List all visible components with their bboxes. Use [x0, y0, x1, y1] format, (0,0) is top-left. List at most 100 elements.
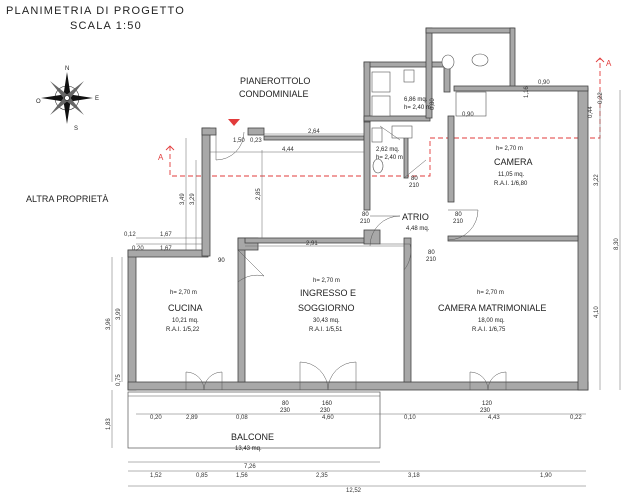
svg-text:3,96: 3,96: [106, 318, 112, 330]
svg-text:4,48 mq.: 4,48 mq.: [406, 226, 430, 232]
section-marker-left: A: [158, 153, 164, 162]
svg-text:h= 2,70 m: h= 2,70 m: [496, 146, 523, 152]
room-bagno-1: 6,86 mq. h= 2,40 m: [404, 97, 431, 111]
walls: [127, 27, 589, 391]
svg-text:CAMERA MATRIMONIALE: CAMERA MATRIMONIALE: [438, 303, 546, 313]
svg-text:210: 210: [360, 219, 371, 225]
svg-text:BALCONE: BALCONE: [231, 432, 274, 442]
svg-text:2,62 mq.: 2,62 mq.: [376, 147, 400, 153]
svg-text:0,44: 0,44: [588, 106, 594, 118]
svg-text:0,90: 0,90: [538, 80, 550, 86]
svg-text:1,90: 1,90: [540, 473, 552, 479]
room-atrio: ATRIO 4,48 mq.: [402, 212, 430, 232]
entry-arrow-icon: [228, 119, 240, 126]
svg-text:1,67: 1,67: [160, 232, 172, 238]
svg-text:80: 80: [455, 212, 462, 218]
svg-text:4,60: 4,60: [322, 415, 334, 421]
svg-text:2,64: 2,64: [308, 129, 320, 135]
svg-text:7,26: 7,26: [244, 464, 256, 470]
svg-text:3,99: 3,99: [116, 308, 122, 320]
svg-text:h= 2,70 m: h= 2,70 m: [313, 278, 340, 284]
svg-text:0,08: 0,08: [236, 415, 248, 421]
svg-text:160: 160: [322, 401, 333, 407]
compass-icon: [41, 72, 93, 124]
section-marker-right: A: [606, 59, 612, 68]
svg-text:INGRESSO E: INGRESSO E: [300, 288, 356, 298]
svg-text:2,35: 2,35: [316, 473, 328, 479]
svg-text:120: 120: [482, 401, 493, 407]
svg-text:1,52: 1,52: [150, 473, 162, 479]
svg-text:1,83: 1,83: [106, 418, 112, 430]
section-cut-line: [169, 58, 601, 177]
svg-text:h= 2,70 m: h= 2,70 m: [477, 290, 504, 296]
svg-text:12,52: 12,52: [346, 488, 362, 494]
room-ingresso-soggiorno: h= 2,70 m INGRESSO E SOGGIORNO 30,43 mq.…: [298, 278, 356, 333]
svg-text:0,23: 0,23: [250, 138, 262, 144]
svg-text:1,50: 1,50: [233, 138, 245, 144]
svg-text:SOGGIORNO: SOGGIORNO: [298, 303, 355, 313]
svg-text:0,90: 0,90: [462, 112, 474, 118]
svg-text:0,20: 0,20: [132, 246, 144, 252]
svg-text:CUCINA: CUCINA: [168, 303, 203, 313]
svg-text:0,85: 0,85: [196, 473, 208, 479]
svg-text:h= 2,40 m: h= 2,40 m: [376, 155, 403, 161]
svg-text:3,49: 3,49: [180, 193, 186, 205]
svg-text:90: 90: [218, 258, 225, 264]
door-labels: 80 210 80 210 80 210 80 210 90 80 230 16…: [218, 176, 493, 414]
svg-text:3,22: 3,22: [594, 174, 600, 186]
svg-text:4,44: 4,44: [282, 147, 294, 153]
svg-text:210: 210: [426, 257, 437, 263]
svg-text:13,43 mq.: 13,43 mq.: [235, 446, 262, 452]
compass-s: S: [74, 126, 78, 132]
svg-text:0,10: 0,10: [404, 415, 416, 421]
svg-text:ATRIO: ATRIO: [402, 212, 429, 222]
doors: [185, 125, 507, 391]
svg-text:R.A.I. 1/6,75: R.A.I. 1/6,75: [472, 327, 506, 333]
svg-text:230: 230: [280, 408, 291, 414]
svg-text:R.A.I. 1/5,51: R.A.I. 1/5,51: [309, 327, 343, 333]
compass-o: O: [36, 99, 41, 105]
svg-text:1,67: 1,67: [160, 246, 172, 252]
svg-text:11,05 mq.: 11,05 mq.: [498, 172, 525, 178]
room-cucina: h= 2,70 m CUCINA 10,21 mq. R.A.I. 1/5,22: [166, 290, 203, 333]
svg-text:30,43 mq.: 30,43 mq.: [313, 318, 340, 324]
svg-text:0,22: 0,22: [570, 415, 582, 421]
svg-text:0,80: 0,80: [430, 98, 436, 110]
other-property-label: ALTRA PROPRIETÀ: [26, 194, 108, 204]
svg-text:R.A.I. 1/6,80: R.A.I. 1/6,80: [494, 181, 528, 187]
svg-text:3,18: 3,18: [408, 473, 420, 479]
svg-text:CAMERA: CAMERA: [494, 157, 533, 167]
svg-text:h= 2,70 m: h= 2,70 m: [170, 290, 197, 296]
svg-text:h= 2,40 m: h= 2,40 m: [404, 105, 431, 111]
svg-text:230: 230: [480, 408, 491, 414]
svg-text:80: 80: [282, 401, 289, 407]
svg-text:230: 230: [320, 408, 331, 414]
balcony-outline: [127, 391, 381, 449]
svg-text:8,30: 8,30: [614, 238, 620, 250]
compass-e: E: [95, 96, 99, 102]
svg-text:1,16: 1,16: [524, 86, 530, 98]
plan-title: PLANIMETRIA DI PROGETTO: [6, 5, 185, 17]
room-camera: h= 2,70 m CAMERA 11,05 mq. R.A.I. 1/6,80: [494, 146, 533, 187]
svg-text:210: 210: [453, 219, 464, 225]
dimension-values: 2,64 4,44 2,91 1,67 1,67 0,20 0,12 1,50 …: [106, 80, 620, 494]
plan-scale: SCALA 1:50: [70, 20, 142, 32]
room-bagno-2: 2,62 mq. h= 2,40 m: [376, 147, 403, 161]
compass-n: N: [65, 66, 69, 72]
svg-text:2,91: 2,91: [306, 241, 318, 247]
landing-label-1: PIANEROTTOLO: [240, 76, 310, 86]
svg-text:0,12: 0,12: [124, 232, 136, 238]
svg-text:2,89: 2,89: [186, 415, 198, 421]
svg-text:4,43: 4,43: [488, 415, 500, 421]
svg-text:10,21 mq.: 10,21 mq.: [172, 318, 199, 324]
svg-text:80: 80: [428, 250, 435, 256]
svg-text:1,56: 1,56: [236, 473, 248, 479]
room-balcone: BALCONE 13,43 mq.: [231, 432, 274, 452]
svg-text:0,22: 0,22: [598, 92, 604, 104]
svg-text:210: 210: [409, 183, 420, 189]
fixtures: [371, 53, 489, 174]
svg-text:4,10: 4,10: [594, 306, 600, 318]
dimension-lines: [111, 90, 621, 487]
svg-text:0,20: 0,20: [150, 415, 162, 421]
